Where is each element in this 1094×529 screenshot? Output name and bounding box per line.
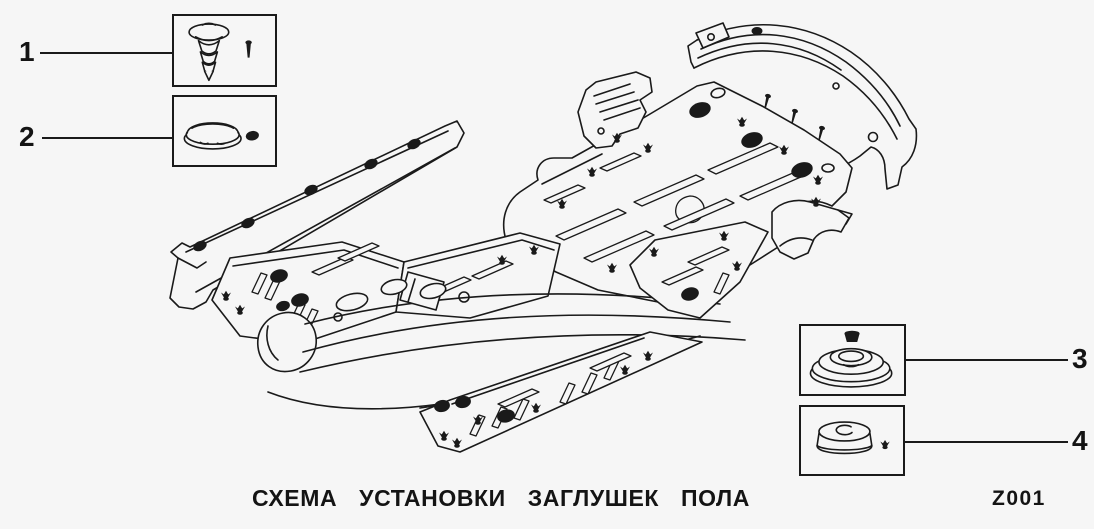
callout-2-leader-line [42,137,172,139]
oval-plug-icon [245,130,259,141]
right-side-panel [629,221,769,319]
callout-4-number: 4 [1072,425,1088,456]
push-pin-clip-icon [188,22,252,82]
callout-4-leader-line [905,441,1068,443]
callout-2-number: 2 [19,121,35,152]
callout-1-number: 1 [19,36,35,67]
ribbed-bracket [577,71,653,149]
callout-1-leader-line [40,52,172,54]
small-pin-icon [245,40,252,58]
callout-3-number: 3 [1072,343,1088,374]
small-clip-mark-icon [880,440,890,450]
rear-crossmember-panel [687,22,918,190]
callout-1-detail-box [172,14,277,87]
cup-grommet-icon [816,421,890,455]
grommet-cap-icon [844,330,860,343]
callout-3-detail-box [799,324,906,396]
callout-2-detail-box [172,95,277,167]
callout-4-detail-box [799,405,905,476]
bottom-sill-strip [419,331,703,453]
front-floor-platform [211,241,405,345]
callout-3-leader-line [906,359,1068,361]
dome-plug-icon [183,122,259,150]
large-grommet-icon [809,330,893,388]
side-bracket [771,196,853,260]
figure-code: Z001 [992,487,1046,510]
diagram-caption: СХЕМА УСТАНОВКИ ЗАГЛУШЕК ПОЛА [252,485,751,511]
